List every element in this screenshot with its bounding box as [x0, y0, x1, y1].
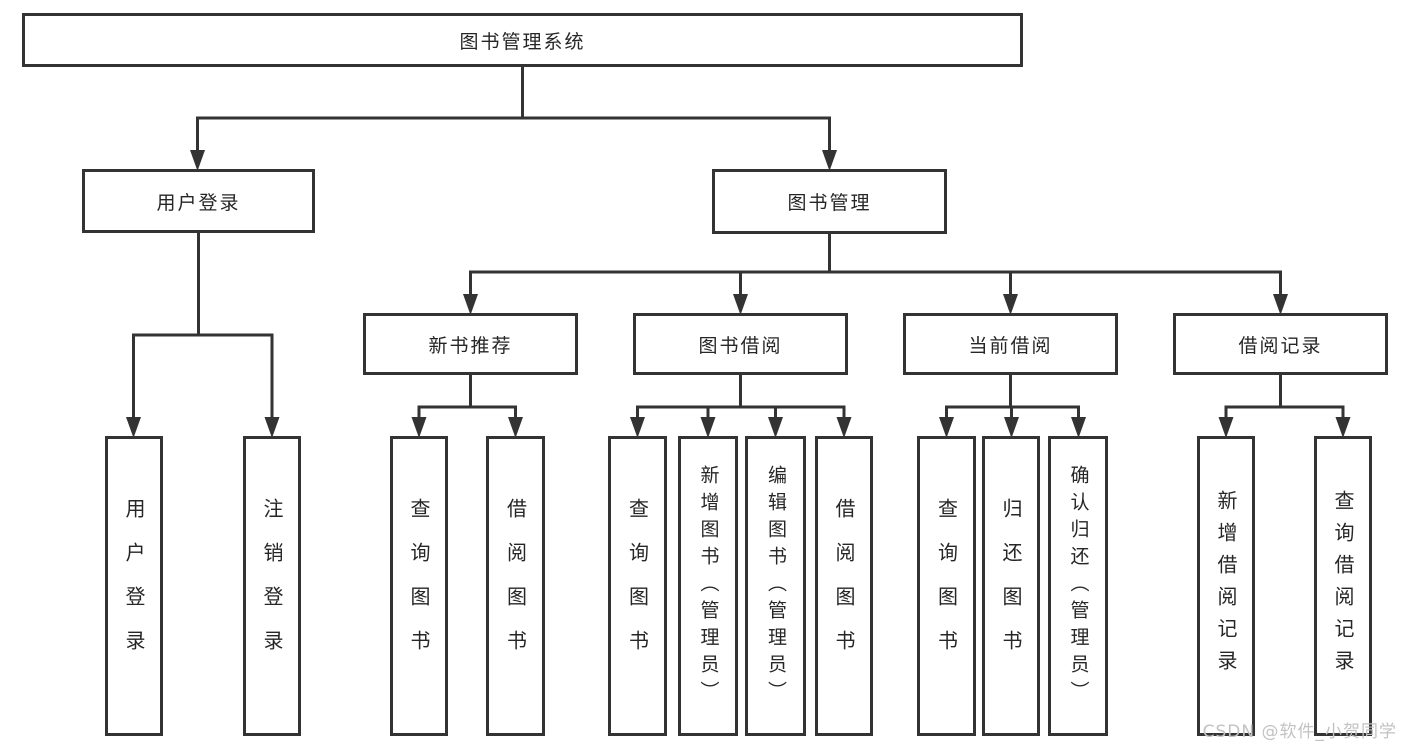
- leaf-records-add-record: 新增借阅记录: [1197, 436, 1255, 736]
- arrowhead: [1273, 294, 1288, 315]
- leaf-current-query-books: 查询图书: [917, 436, 976, 736]
- leaf-current-query-books-label: 查询图书: [934, 498, 959, 674]
- arrowhead: [190, 150, 205, 171]
- node-new-book-recommend: 新书推荐: [363, 313, 578, 375]
- arrowhead: [733, 294, 748, 315]
- node-book-management: 图书管理: [712, 169, 947, 234]
- leaf-newbook-borrow-books-label: 借阅图书: [503, 498, 528, 674]
- arrowhead: [1071, 417, 1086, 438]
- arrowhead: [836, 417, 852, 438]
- arrowhead: [822, 150, 837, 171]
- csdn-watermark: CSDN @软件_小贺同学: [1202, 722, 1397, 742]
- leaf-borrow-borrow-books: 借阅图书: [815, 436, 873, 736]
- leaf-current-return-books: 归还图书: [982, 436, 1040, 736]
- arrowhead: [126, 417, 141, 438]
- node-library-system: 图书管理系统: [22, 13, 1023, 67]
- leaf-current-confirm-return-admin-label: 确认归还（管理员）: [1067, 464, 1090, 708]
- leaf-borrow-add-books-admin-label: 新增图书（管理员）: [697, 464, 720, 708]
- arrowhead: [630, 417, 645, 438]
- leaf-user-login: 用户登录: [105, 436, 163, 736]
- node-current-borrowing: 当前借阅: [903, 313, 1118, 375]
- arrowhead: [700, 417, 716, 438]
- node-book-borrowing: 图书借阅: [633, 313, 848, 375]
- arrowhead: [768, 417, 783, 438]
- leaf-current-confirm-return-admin: 确认归还（管理员）: [1048, 436, 1108, 736]
- leaf-borrow-edit-books-admin: 编辑图书（管理员）: [745, 436, 806, 736]
- arrowhead: [411, 417, 427, 438]
- arrowhead: [1335, 417, 1351, 438]
- leaf-records-query-record-label: 查询借阅记录: [1331, 490, 1355, 682]
- leaf-borrow-borrow-books-label: 借阅图书: [832, 498, 856, 674]
- arrowhead: [1218, 417, 1234, 438]
- leaf-user-login-label: 用户登录: [122, 498, 146, 674]
- node-borrow-records: 借阅记录: [1173, 313, 1388, 375]
- leaf-records-add-record-label: 新增借阅记录: [1214, 490, 1238, 682]
- leaf-borrow-query-books-label: 查询图书: [625, 498, 650, 674]
- node-user-login: 用户登录: [82, 169, 315, 233]
- leaf-newbook-borrow-books: 借阅图书: [486, 436, 545, 736]
- leaf-records-query-record: 查询借阅记录: [1314, 436, 1372, 736]
- arrowhead: [508, 417, 523, 438]
- leaf-borrow-add-books-admin: 新增图书（管理员）: [678, 436, 738, 736]
- leaf-borrow-edit-books-admin-label: 编辑图书（管理员）: [765, 464, 787, 708]
- leaf-logout-login-label: 注销登录: [260, 498, 284, 674]
- leaf-newbook-query-books-label: 查询图书: [407, 498, 431, 674]
- arrowhead: [1003, 294, 1018, 315]
- arrowhead: [264, 417, 280, 438]
- arrowhead: [1004, 417, 1019, 438]
- leaf-newbook-query-books: 查询图书: [390, 436, 448, 736]
- arrowhead: [939, 417, 954, 438]
- leaf-borrow-query-books: 查询图书: [608, 436, 667, 736]
- leaf-logout-login: 注销登录: [243, 436, 301, 736]
- arrowhead: [463, 294, 478, 315]
- leaf-current-return-books-label: 归还图书: [999, 498, 1023, 674]
